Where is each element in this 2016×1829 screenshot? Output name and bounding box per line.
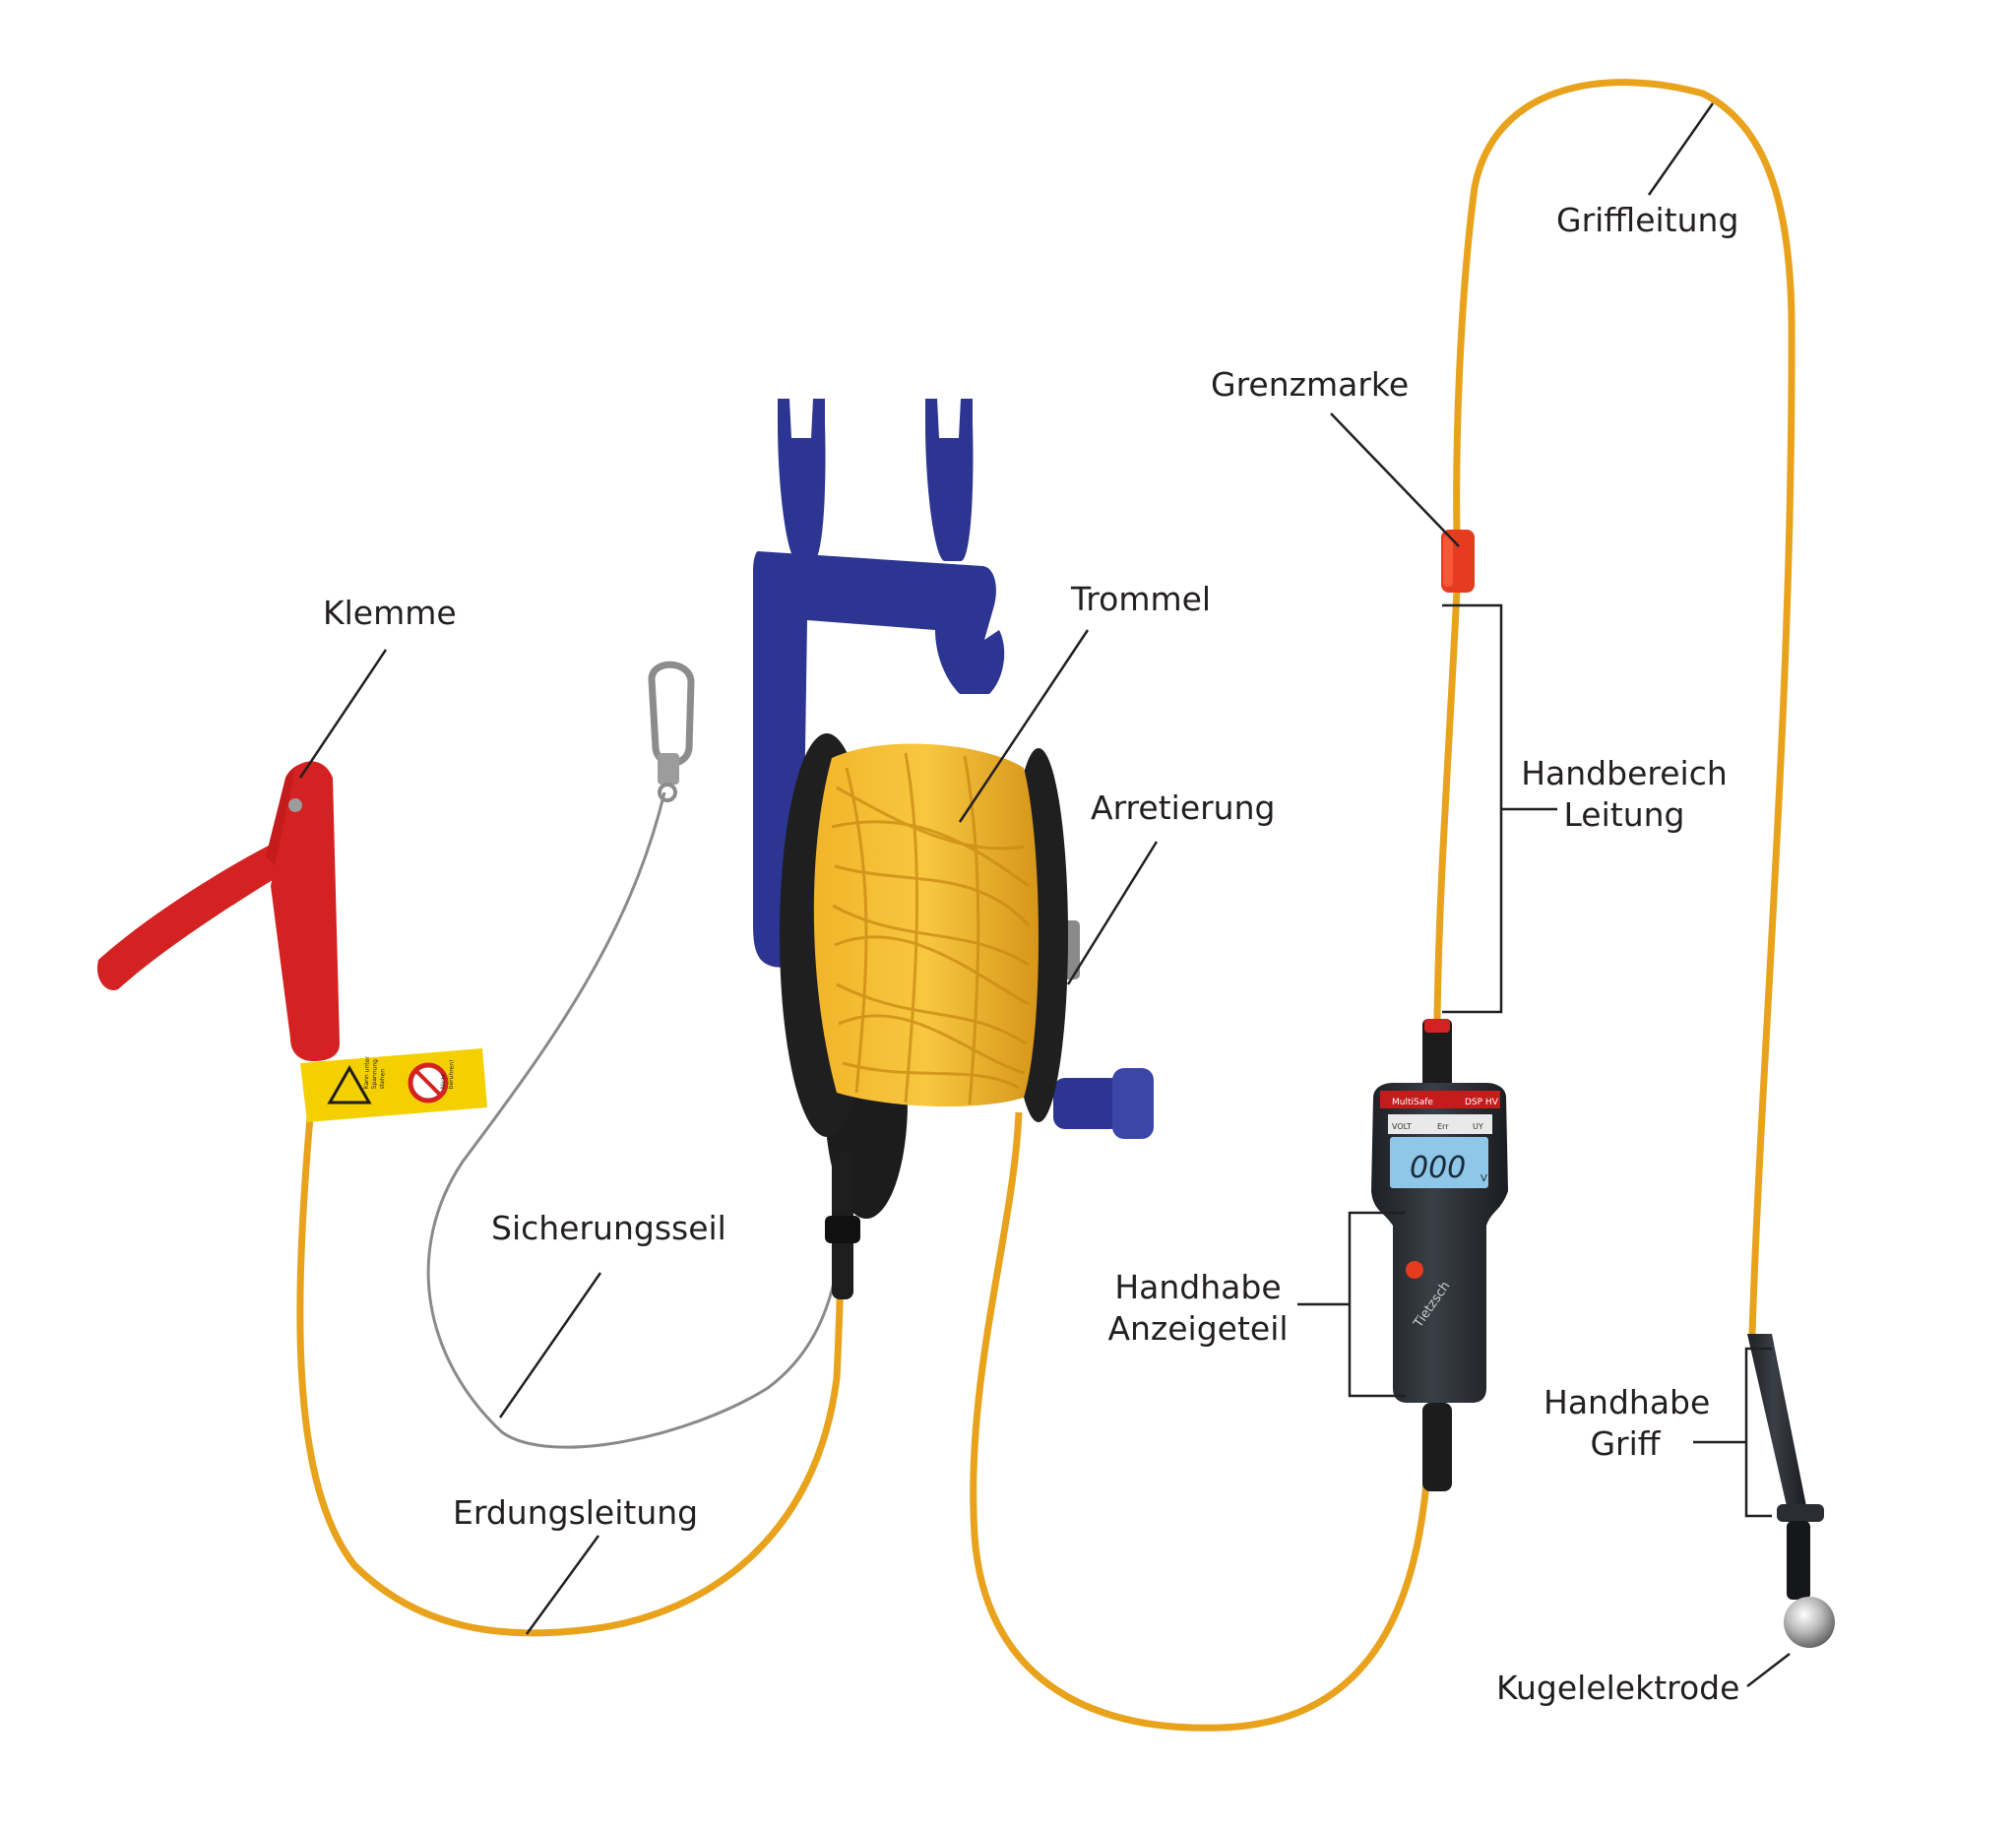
griffleitung-cable	[1453, 79, 1796, 1335]
label-handhabe-griff-line2: Griff	[1590, 1424, 1661, 1463]
carabiner	[648, 661, 695, 802]
label-handbereich-leitung: Handbereich Leitung	[1516, 753, 1732, 836]
tag-text-4: Nicht	[440, 1073, 448, 1089]
drum	[780, 733, 1068, 1219]
warning-tag	[300, 1048, 487, 1122]
label-handbereich-line2: Leitung	[1563, 795, 1685, 834]
label-arretierung: Arretierung	[1091, 788, 1276, 827]
tag-text-5: berühren!	[448, 1059, 456, 1089]
ground-plug	[825, 1152, 860, 1299]
label-trommel: Trommel	[1071, 580, 1212, 618]
sicherungsseil-wire	[426, 791, 839, 1449]
klemme-clamp	[96, 761, 340, 1061]
label-handhabe-griff: Handhabe Griff	[1544, 1382, 1711, 1465]
label-klemme: Klemme	[323, 594, 457, 632]
device-unit: V	[1480, 1173, 1487, 1184]
tag-text-1: Kann unter	[363, 1056, 371, 1090]
label-handhabe-anzeige-line2: Anzeigeteil	[1107, 1309, 1289, 1348]
label-griffleitung: Griffleitung	[1556, 201, 1739, 239]
tag-text-2: Spannung	[371, 1059, 379, 1090]
tag-text-3: stehen	[379, 1069, 387, 1090]
device-indicator-volt: VOLT	[1392, 1122, 1412, 1131]
grenzmarke-marker	[1441, 530, 1475, 593]
label-handbereich-line1: Handbereich	[1521, 754, 1728, 792]
device-model: DSP HV	[1465, 1098, 1499, 1107]
erdungsleitung-cable	[296, 1082, 849, 1637]
device-display-reading: 000	[1410, 1151, 1466, 1185]
label-sicherungsseil: Sicherungsseil	[491, 1209, 726, 1247]
label-handhabe-anzeige-line1: Handhabe	[1114, 1268, 1282, 1306]
label-handhabe-griff-line1: Handhabe	[1544, 1383, 1711, 1421]
device-to-reel-cable	[970, 1111, 1431, 1732]
griff-handle	[1747, 1334, 1835, 1648]
leader-lines	[298, 102, 1791, 1687]
device-indicator-err: Err	[1437, 1122, 1449, 1131]
label-handhabe-anzeigeteil: Handhabe Anzeigeteil	[1095, 1267, 1301, 1350]
label-kugelelektrode: Kugelelektrode	[1496, 1669, 1740, 1707]
device-indicator-uy: UY	[1473, 1122, 1483, 1131]
display-handle	[1371, 1019, 1508, 1491]
label-grenzmarke: Grenzmarke	[1211, 365, 1410, 404]
device-brand: MultiSafe	[1392, 1098, 1433, 1107]
handbereich-cable	[1433, 590, 1461, 1020]
label-erdungsleitung: Erdungsleitung	[453, 1493, 699, 1532]
